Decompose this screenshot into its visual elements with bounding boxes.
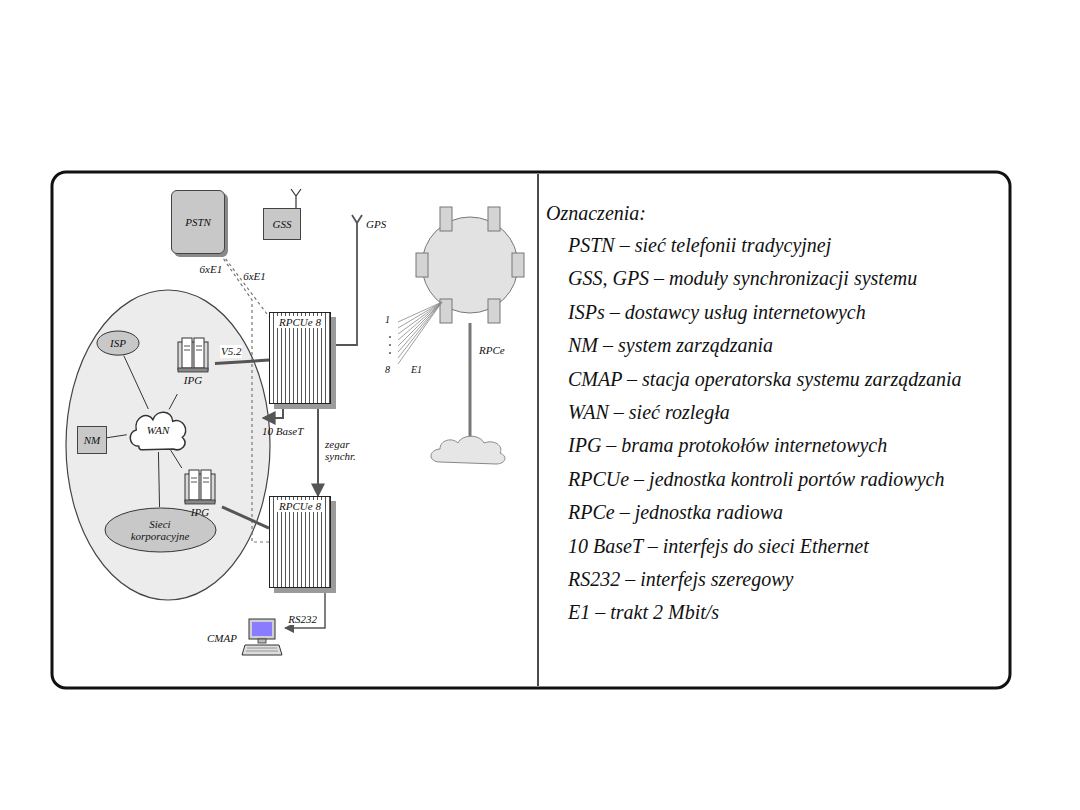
gateway-icon: IPG [171,336,215,394]
sync-module-box: GSS [263,208,301,240]
connector [124,356,149,409]
legend-entry: CMAP – stacja operatorska systemu zarząd… [568,368,962,391]
connector-label: V5.2 [220,345,242,357]
connector [317,404,319,496]
connector [222,507,269,528]
node-label: Sieci korporacyjne [125,518,195,542]
node-label: GSS [273,218,292,230]
connector-label: 6xE1 [199,263,224,275]
port-number: 1 [385,314,390,326]
connector [107,435,127,438]
node-label: RPCUe 8 [277,500,323,512]
legend-entry: IPG – brama protokołów internetowych [568,434,887,457]
connector [171,450,182,468]
node-label: ISP [110,337,126,349]
connector [215,360,269,364]
network-region [66,290,270,600]
control-unit-rack: RPCUe 8 [269,312,331,404]
legend-entry: 10 BaseT – interfejs do sieci Ethernet [568,535,869,558]
node-label: NM [84,434,101,446]
computer-symbol [241,618,283,658]
node-label: IPG [191,506,209,518]
node-label: PSTN [185,216,211,228]
radio-antennas [416,207,524,323]
node-label: IPG [184,374,202,386]
link-label: E1 [411,364,422,376]
port-number: 8 [385,364,390,376]
legend-heading: Oznaczenia: [546,202,646,225]
radio-unit-circle [422,217,518,313]
ground-cloud [431,436,505,464]
divider [537,174,539,686]
legend-entry: GSS, GPS – moduły synchronizacji systemu [568,267,917,290]
legend-entry: RS232 – interfejs szeregowy [568,568,793,591]
e1-fan-lines [398,302,442,364]
connector [158,452,159,507]
gateway-symbol [181,468,219,506]
legend-entry: NM – system zarządzania [568,334,773,357]
connector [285,588,325,628]
operator-station: CMAP [205,616,285,660]
legend-entry: RPCUe – jednostka kontroli portów radiow… [568,468,944,491]
connector-label: zegar synchr. [324,438,368,462]
connector-label: 6xE1 [242,270,267,282]
isp-ellipse: ISP [96,330,140,356]
antenna-label: GPS [366,218,386,231]
gateway-symbol [174,336,212,374]
legend-entry: RPCe – jednostka radiowa [568,501,783,524]
gps-wire [332,215,362,345]
legend-entry: WAN – sieć rozległa [568,401,730,424]
control-unit-rack: RPCUe 8 [269,496,331,588]
connector [169,394,177,409]
legend-entry: E1 – trakt 2 Mbit/s [568,601,719,624]
radio-mast [469,323,472,442]
network-box: PSTN [171,190,225,254]
legend-entry: ISPs – dostawcy usług internetowych [568,301,866,324]
connector [220,254,269,542]
wan-cloud: WAN [126,408,190,452]
ethernet-arrow [263,407,283,418]
node-label: WAN [147,424,169,436]
management-box: NM [77,426,107,454]
node-label: CMAP [207,632,237,644]
radio-unit-label: RPCe [479,344,505,357]
frame [52,172,1010,688]
interface-label: 10 BaseT [262,425,303,438]
node-label: RPCUe 8 [277,316,323,328]
ellipsis-dots [389,336,391,354]
connector [222,254,269,317]
gateway-icon: IPG [178,468,222,526]
legend-entry: PSTN – sieć telefonii tradycyjnej [568,234,831,257]
gss-antenna [291,189,301,208]
connector-label: RS232 [287,613,318,625]
